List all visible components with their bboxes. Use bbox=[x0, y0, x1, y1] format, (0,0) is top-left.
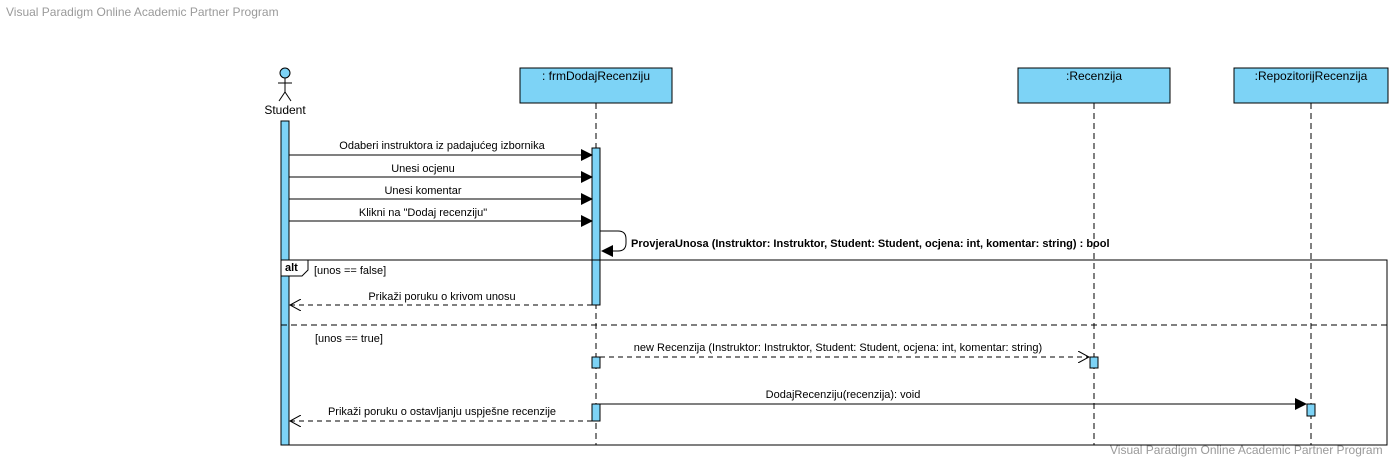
message-odaberi-instruktora[interactable]: Odaberi instruktora iz padajućeg izborni… bbox=[289, 140, 593, 161]
message-label: ProvjeraUnosa (Instruktor: Instruktor, S… bbox=[631, 238, 1110, 250]
alt-fragment[interactable]: alt [unos == false] [unos == true] bbox=[280, 259, 1388, 446]
activation-bar-repozitorij bbox=[1306, 403, 1316, 417]
lifeline-label: :RepozitorijRecenzija bbox=[1255, 69, 1368, 83]
lifeline-label: : frmDodajRecenziju bbox=[542, 69, 650, 83]
lifeline-lines bbox=[595, 103, 1312, 445]
activation-bar-recenzija bbox=[1089, 356, 1099, 369]
actor-student[interactable]: Student bbox=[264, 67, 306, 117]
message-prikazi-uspjesna-recenzija[interactable]: Prikaži poruku o ostavljanju uspješne re… bbox=[290, 406, 592, 421]
message-label: DodajRecenziju(recenzija): void bbox=[766, 389, 921, 401]
lifeline-frm-dodaj-recenziju[interactable]: : frmDodajRecenziju bbox=[519, 67, 673, 104]
message-klikni-dodaj-recenziju[interactable]: Klikni na "Dodaj recenziju" bbox=[289, 207, 593, 227]
message-prikazi-krivi-unos[interactable]: Prikaži poruku o krivom unosu bbox=[290, 291, 592, 305]
message-label: Unesi ocjenu bbox=[391, 163, 455, 175]
watermark-top: Visual Paradigm Online Academic Partner … bbox=[6, 5, 279, 19]
fragment-operator: alt bbox=[285, 262, 298, 274]
actor-label: Student bbox=[264, 103, 306, 117]
lifeline-recenzija[interactable]: :Recenzija bbox=[1017, 67, 1171, 104]
message-unesi-ocjenu[interactable]: Unesi ocjenu bbox=[289, 163, 593, 183]
watermark-bottom: Visual Paradigm Online Academic Partner … bbox=[1110, 443, 1383, 457]
stick-figure-icon bbox=[278, 67, 292, 102]
activation-bar-frm-3 bbox=[591, 403, 601, 422]
activation-bar-frm-1 bbox=[591, 147, 601, 306]
lifeline-repozitorij-recenzija[interactable]: :RepozitorijRecenzija bbox=[1233, 67, 1389, 104]
message-new-recenzija[interactable]: new Recenzija (Instruktor: Instruktor, S… bbox=[600, 342, 1089, 357]
message-unesi-komentar[interactable]: Unesi komentar bbox=[289, 185, 593, 205]
message-label: Unesi komentar bbox=[384, 185, 461, 197]
message-label: Prikaži poruku o ostavljanju uspješne re… bbox=[328, 406, 556, 418]
message-label: Odaberi instruktora iz padajućeg izborni… bbox=[339, 140, 545, 152]
message-dodaj-recenziju[interactable]: DodajRecenziju(recenzija): void bbox=[600, 389, 1307, 410]
message-label: new Recenzija (Instruktor: Instruktor, S… bbox=[634, 342, 1042, 354]
message-provjera-unosa-self[interactable]: ProvjeraUnosa (Instruktor: Instruktor, S… bbox=[600, 230, 1110, 257]
activation-bar-student bbox=[280, 120, 290, 446]
message-label: Prikaži poruku o krivom unosu bbox=[368, 291, 515, 303]
message-label: Klikni na "Dodaj recenziju" bbox=[359, 207, 487, 219]
guard-true: [unos == true] bbox=[315, 333, 383, 345]
lifeline-label: :Recenzija bbox=[1066, 69, 1122, 83]
activation-bar-frm-2 bbox=[591, 356, 601, 369]
guard-false: [unos == false] bbox=[314, 265, 386, 277]
